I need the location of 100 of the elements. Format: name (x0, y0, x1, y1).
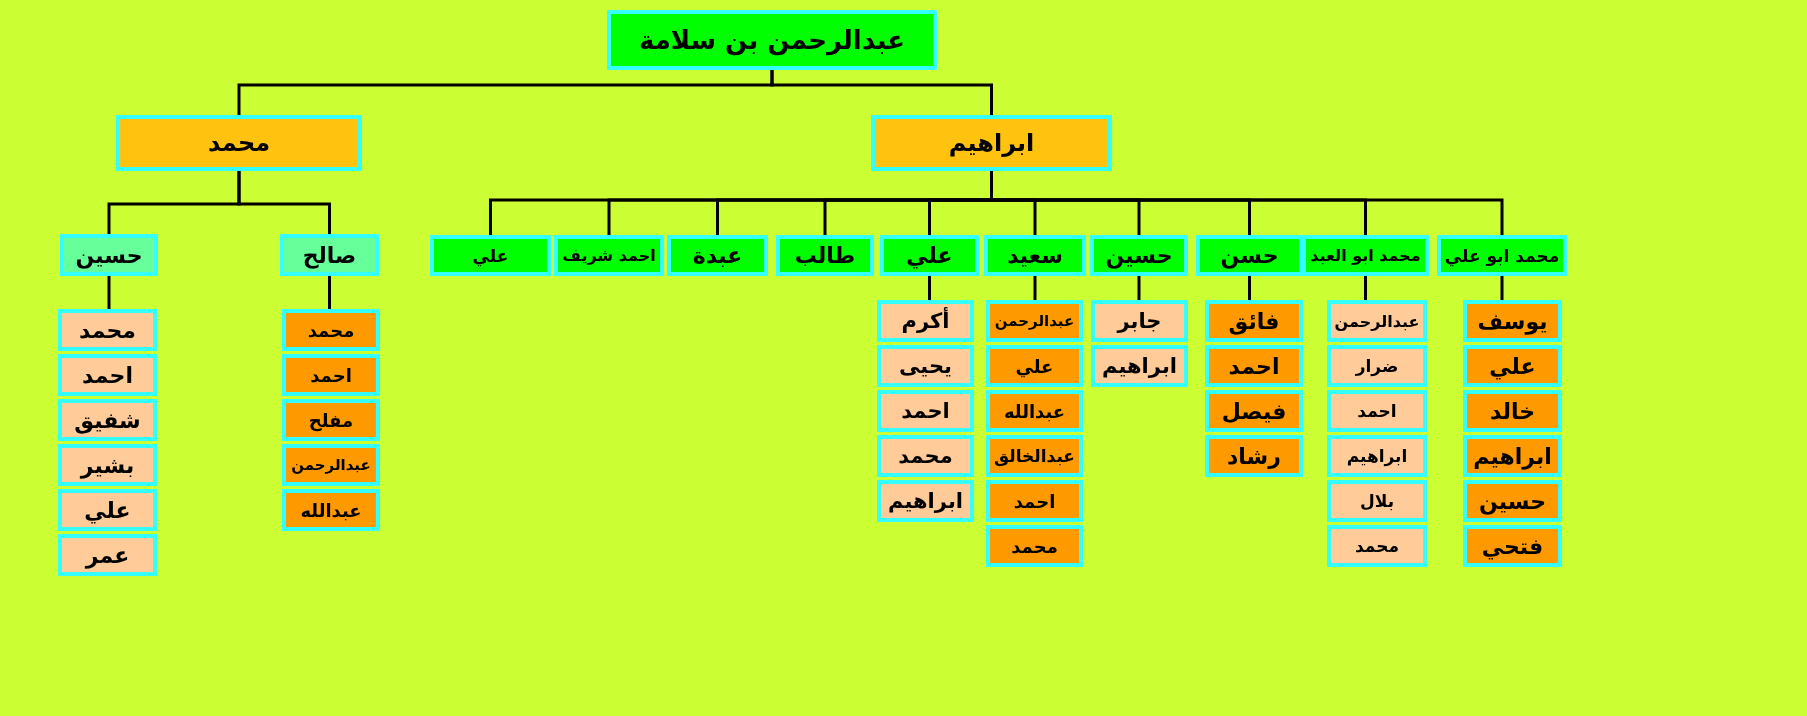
person-name: عبدالرحمن (1334, 311, 1420, 331)
name-box (986, 390, 1083, 432)
name-box (776, 235, 874, 276)
name-box (1327, 435, 1427, 477)
connector-line (1364, 276, 1367, 300)
connector-line (1248, 276, 1251, 300)
name-box (280, 234, 379, 276)
person-name: احمد شريف (562, 246, 656, 265)
person-name: عبدة (692, 243, 743, 268)
person-name: محمد (307, 319, 355, 341)
name-box (1327, 480, 1427, 522)
person-name: احمد (1357, 401, 1397, 421)
person-name: علي (906, 243, 953, 268)
connector-line (237, 70, 774, 115)
name-box (1463, 525, 1562, 567)
person-name: طالب (794, 243, 856, 268)
person-name: علي (472, 245, 509, 266)
name-box (282, 399, 380, 441)
name-box (986, 480, 1083, 522)
name-box (282, 354, 380, 396)
name-box (984, 235, 1086, 276)
person-name: علي (1015, 355, 1054, 377)
name-box (282, 444, 380, 486)
name-box (1091, 300, 1188, 342)
person-name: علي (1489, 353, 1536, 379)
person-name: فيصل (1221, 398, 1287, 424)
person-name: احمد (1228, 353, 1280, 379)
person-name: رشاد (1227, 443, 1281, 469)
name-box (877, 480, 974, 522)
name-box (1205, 390, 1303, 432)
person-name: ابراهيم (1346, 446, 1408, 466)
connector-line (1500, 276, 1504, 300)
name-box (1302, 235, 1429, 276)
name-box (58, 309, 157, 351)
person-name: محمد ابو علي (1444, 245, 1560, 266)
person-name: محمد (1355, 536, 1399, 556)
person-name: عبدالله (300, 499, 362, 521)
person-name: محمد (898, 444, 953, 468)
name-box (607, 10, 937, 70)
name-box (116, 115, 362, 171)
person-name: عمر (85, 542, 130, 568)
name-box (1327, 300, 1427, 342)
name-box (430, 235, 551, 276)
person-name: علي (84, 497, 131, 523)
name-box (58, 399, 157, 441)
name-box (282, 309, 380, 351)
name-box (880, 235, 979, 276)
name-box (60, 234, 158, 276)
name-box (877, 300, 974, 342)
name-box (1091, 345, 1188, 387)
name-box (986, 300, 1083, 342)
connector-line (107, 276, 111, 309)
name-box (1463, 435, 1562, 477)
connector-line (1033, 276, 1037, 300)
person-name: احمد (1013, 490, 1056, 512)
name-box (1205, 435, 1303, 477)
name-box (1205, 345, 1303, 387)
person-name: محمد (207, 129, 271, 157)
person-name: فائق (1228, 308, 1280, 334)
name-box (1327, 525, 1427, 567)
person-name: حسين (1105, 243, 1173, 268)
name-box (58, 444, 157, 486)
person-name: محمد (79, 317, 136, 343)
name-box (877, 345, 974, 387)
person-name: ابراهيم (888, 489, 963, 513)
person-name: حسين (75, 242, 143, 268)
person-name: سعيد (1007, 243, 1063, 268)
name-box (1196, 235, 1303, 276)
name-box (877, 390, 974, 432)
person-name: ابراهيم (948, 129, 1035, 157)
name-box (986, 525, 1083, 567)
person-name: فتحي (1481, 533, 1544, 559)
name-box (667, 235, 768, 276)
name-box (1463, 345, 1562, 387)
person-name: بشير (80, 452, 135, 478)
person-name: يحيى (899, 354, 952, 378)
person-name: بلال (1359, 491, 1394, 511)
name-box (1205, 300, 1303, 342)
person-name: مفلح (308, 409, 354, 431)
person-name: ضرار (1355, 356, 1399, 376)
name-box (1327, 345, 1427, 387)
person-name: عبدالخالق (994, 446, 1075, 466)
person-name: حسن (1220, 243, 1279, 268)
person-name: حسين (1479, 488, 1546, 514)
person-name: محمد (1011, 535, 1058, 557)
name-box (871, 115, 1112, 171)
person-name: عبدالله (1003, 400, 1066, 422)
person-name: محمد ابو العبد (1310, 246, 1421, 265)
person-name: عبدالرحمن بن سلامة (638, 25, 906, 55)
connector-line (1137, 276, 1141, 300)
person-name: خالد (1489, 398, 1536, 424)
person-name: ابراهيم (1102, 354, 1177, 378)
name-box (1463, 480, 1562, 522)
name-box (877, 435, 974, 477)
person-name: احمد (901, 399, 950, 423)
name-box (58, 534, 157, 576)
person-name: احمد (82, 362, 133, 388)
name-box (1090, 235, 1188, 276)
person-name: يوسف (1477, 308, 1548, 334)
name-box (58, 354, 157, 396)
